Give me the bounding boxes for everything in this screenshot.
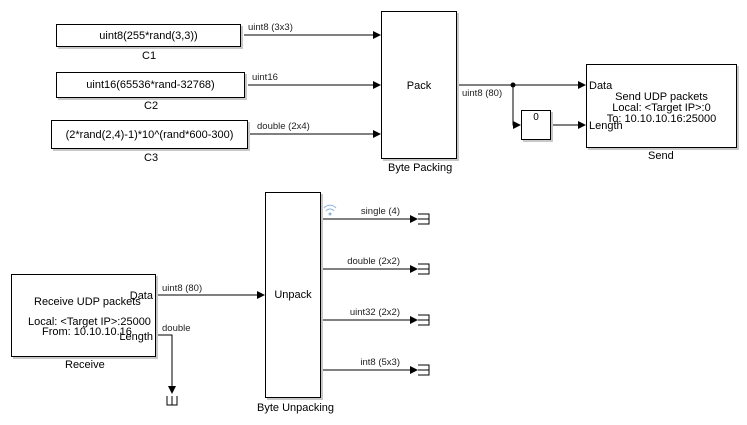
port-data: Data: [589, 80, 613, 92]
terminator-icon: [418, 314, 430, 326]
byte-unpacking-block[interactable]: Unpack: [265, 192, 321, 398]
byte-packing-block[interactable]: Pack: [381, 11, 457, 159]
block-name: Receive: [65, 359, 105, 371]
signal-label: uint16: [252, 72, 278, 83]
width-block[interactable]: 0: [521, 110, 551, 140]
constant-expression: uint16(65536*rand-32768): [86, 79, 215, 91]
block-text: Unpack: [274, 289, 312, 301]
block-name: Send: [648, 150, 674, 162]
constant-expression: (2*rand(2,4)-1)*10^(rand*600-300): [65, 129, 234, 141]
constant-block-c1[interactable]: uint8(255*rand(3,3)): [56, 24, 241, 47]
constant-name: C1: [142, 50, 157, 62]
signal-label: int8 (5x3): [360, 357, 400, 368]
block-name: Byte Packing: [388, 162, 453, 174]
signal-label: uint8 (80): [462, 88, 503, 99]
terminator-icon: [418, 364, 430, 376]
receive-title: Receive UDP packets: [34, 296, 141, 308]
send-line: To: 10.10.10.16:25000: [606, 113, 717, 125]
terminator-icon: [418, 263, 430, 275]
constant-block-c3[interactable]: (2*rand(2,4)-1)*10^(rand*600-300): [51, 120, 248, 149]
wireless-icon: [323, 204, 337, 216]
constant-name: C2: [144, 100, 159, 112]
signal-label: double (2x4): [257, 121, 310, 132]
signal-line-receive-length[interactable]: [156, 334, 176, 394]
port-data: Data: [129, 290, 153, 302]
port-length: Length: [119, 331, 153, 343]
receive-line: Local: <Target IP>:25000: [28, 316, 151, 328]
udp-send-block[interactable]: Data Length Send UDP packets Local: <Tar…: [586, 64, 737, 148]
signal-line-branch[interactable]: [512, 85, 521, 129]
port-length: Length: [589, 120, 623, 132]
width-value: 0: [533, 112, 539, 123]
signal-label: double: [162, 323, 191, 334]
terminator-receive-length: [166, 396, 178, 406]
signal-label: uint8 (3x3): [248, 22, 293, 33]
signal-label: uint8 (80): [162, 283, 203, 294]
block-name: Byte Unpacking: [257, 402, 335, 414]
udp-receive-block[interactable]: Receive UDP packets Local: <Target IP>:2…: [11, 274, 156, 357]
send-line: Local: <Target IP>:0: [612, 102, 711, 114]
terminator-icon: [418, 213, 430, 225]
block-text: Pack: [406, 80, 432, 92]
signal-label: double (2x2): [347, 256, 400, 267]
constant-expression: uint8(255*rand(3,3)): [99, 30, 198, 42]
constant-block-c2[interactable]: uint16(65536*rand-32768): [56, 72, 245, 98]
send-line: Send UDP packets: [615, 91, 708, 103]
signal-label: single (4): [360, 206, 400, 217]
receive-line: From: 10.10.10.16: [42, 326, 132, 338]
constant-name: C3: [144, 152, 159, 164]
signal-label: uint32 (2x2): [349, 307, 400, 318]
